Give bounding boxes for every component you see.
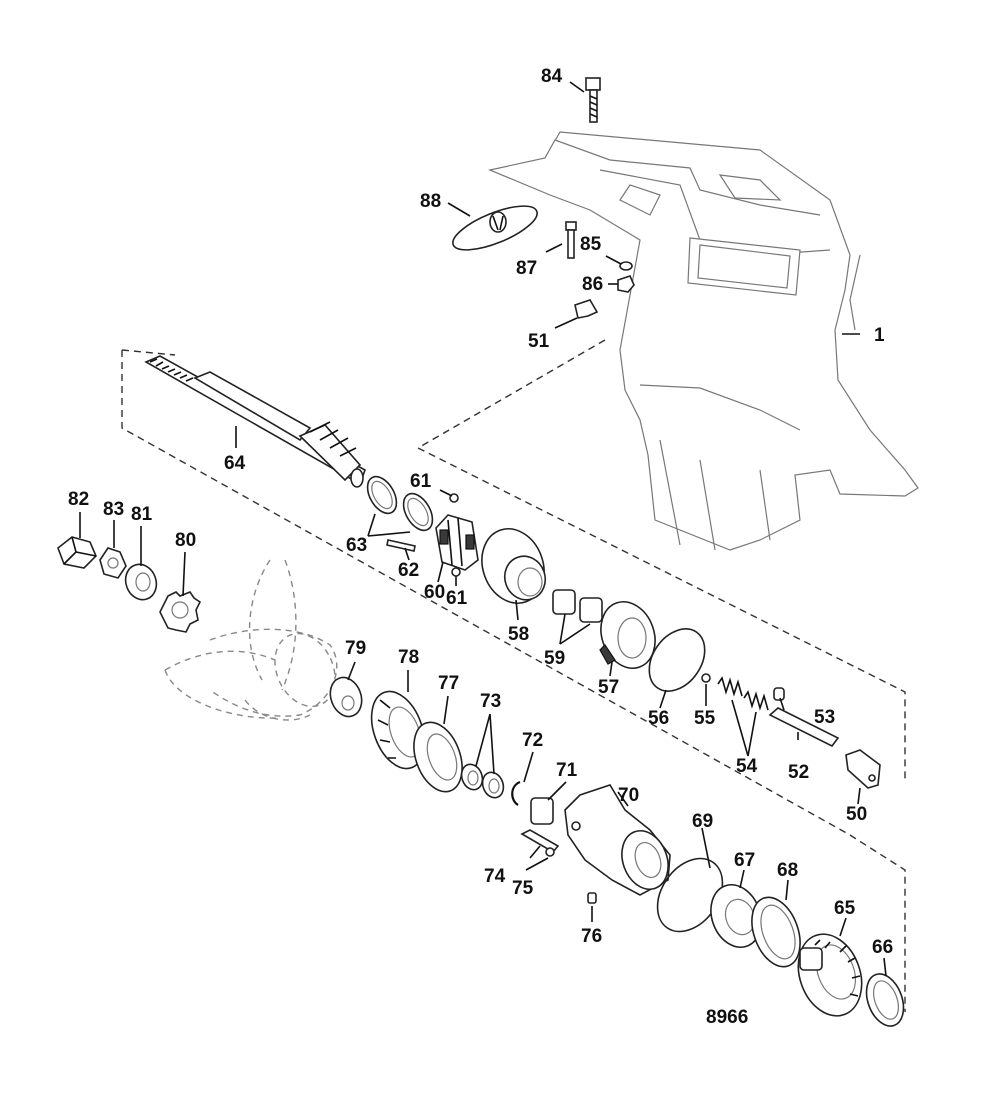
label-61-top: 61 bbox=[410, 471, 432, 492]
o-ring-56 bbox=[648, 628, 706, 692]
callout-labels: 84 88 87 85 86 51 1 64 61 63 62 60 61 58… bbox=[68, 66, 893, 1028]
stud-bolt-84 bbox=[585, 77, 601, 123]
cover-nut-78 bbox=[370, 690, 426, 770]
shift-block-51 bbox=[574, 299, 599, 319]
label-55: 55 bbox=[694, 708, 716, 729]
screw-74 bbox=[520, 829, 560, 854]
label-74: 74 bbox=[484, 866, 506, 887]
propeller-shaft-64 bbox=[144, 355, 366, 488]
label-61-bottom: 61 bbox=[446, 588, 468, 609]
label-59: 59 bbox=[544, 648, 565, 669]
trim-tab-88 bbox=[452, 205, 538, 251]
label-52: 52 bbox=[788, 762, 809, 783]
ball-55 bbox=[701, 673, 711, 683]
thrust-washer-68 bbox=[751, 896, 801, 968]
label-79: 79 bbox=[345, 638, 366, 659]
bearing-67 bbox=[710, 884, 762, 948]
label-77: 77 bbox=[438, 673, 459, 694]
label-67: 67 bbox=[734, 850, 755, 871]
label-57: 57 bbox=[598, 677, 619, 698]
bearings-59 bbox=[552, 589, 603, 623]
label-85: 85 bbox=[580, 234, 602, 255]
label-72: 72 bbox=[522, 730, 543, 751]
retaining-ring-72 bbox=[511, 780, 521, 806]
label-68: 68 bbox=[777, 860, 798, 881]
propeller-ghost bbox=[164, 559, 338, 721]
assembly-dashed-outlines bbox=[121, 339, 906, 1012]
thrust-hub-81 bbox=[124, 563, 158, 601]
label-65: 65 bbox=[834, 898, 856, 919]
screw-87 bbox=[565, 221, 577, 259]
rings-63 bbox=[366, 475, 434, 532]
shim-66 bbox=[865, 973, 905, 1027]
tab-washer-77 bbox=[413, 721, 463, 793]
ball-61-bottom bbox=[451, 567, 461, 577]
tab-washer-83 bbox=[99, 547, 127, 579]
bearing-71 bbox=[530, 797, 554, 825]
label-84: 84 bbox=[541, 66, 563, 87]
label-71: 71 bbox=[556, 760, 578, 781]
bearing-carrier-70 bbox=[564, 784, 671, 896]
label-51: 51 bbox=[528, 331, 550, 352]
pin-62 bbox=[386, 539, 416, 552]
reverse-gear-58 bbox=[481, 528, 547, 604]
cam-follower-53 bbox=[773, 687, 785, 701]
label-53: 53 bbox=[814, 707, 835, 728]
label-78: 78 bbox=[398, 647, 419, 668]
label-81: 81 bbox=[131, 504, 153, 525]
label-80: 80 bbox=[175, 530, 196, 551]
leader-lines bbox=[79, 81, 887, 977]
label-1: 1 bbox=[874, 325, 885, 346]
seals-73 bbox=[460, 763, 505, 799]
shift-actuator-52 bbox=[768, 707, 840, 748]
label-82: 82 bbox=[68, 489, 89, 510]
figure-number: 8966 bbox=[706, 1007, 748, 1028]
cam-50 bbox=[845, 749, 881, 789]
label-76: 76 bbox=[581, 926, 602, 947]
label-66: 66 bbox=[872, 937, 893, 958]
clutch-60 bbox=[435, 514, 479, 571]
label-58: 58 bbox=[508, 624, 529, 645]
washer-85 bbox=[619, 261, 633, 271]
washer-79 bbox=[329, 676, 363, 718]
washer-75 bbox=[545, 847, 555, 857]
splined-washer-80 bbox=[159, 591, 202, 633]
label-88: 88 bbox=[420, 191, 441, 212]
label-73: 73 bbox=[480, 691, 501, 712]
label-56: 56 bbox=[648, 708, 669, 729]
label-62: 62 bbox=[398, 560, 419, 581]
label-86: 86 bbox=[582, 274, 603, 295]
label-54: 54 bbox=[736, 756, 758, 777]
label-75: 75 bbox=[512, 878, 534, 899]
springs-54 bbox=[717, 676, 769, 711]
label-70: 70 bbox=[618, 785, 639, 806]
propeller-nut-82 bbox=[57, 536, 97, 569]
key-76 bbox=[587, 892, 597, 904]
label-60: 60 bbox=[424, 582, 445, 603]
label-83: 83 bbox=[103, 499, 124, 520]
nut-86 bbox=[617, 275, 635, 293]
label-63: 63 bbox=[346, 535, 367, 556]
gear-housing-drawing bbox=[488, 131, 919, 551]
label-87: 87 bbox=[516, 258, 537, 279]
label-64: 64 bbox=[224, 453, 246, 474]
label-69: 69 bbox=[692, 811, 713, 832]
label-50: 50 bbox=[846, 804, 867, 825]
bearing-race-57 bbox=[599, 601, 656, 669]
forward-gear-65 bbox=[797, 933, 863, 1017]
